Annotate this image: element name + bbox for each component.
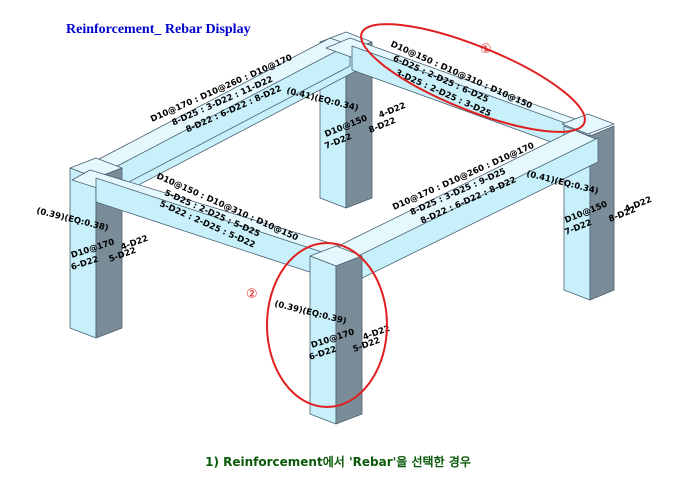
- left-beam-face-inner: [101, 43, 351, 197]
- right-column-side-face: [589, 125, 615, 301]
- highlight-ellipse-2: [266, 242, 388, 408]
- marker-2: ②: [246, 287, 258, 302]
- frame-structure: [69, 31, 615, 425]
- front-column-side-face: [335, 255, 363, 425]
- left-column-side-face: [95, 167, 123, 339]
- highlight-ellipse-1: [360, 23, 586, 133]
- diagram-caption: 1) Reinforcement에서 'Rebar'을 선택한 경우: [205, 455, 471, 469]
- right-beam-face: [345, 137, 599, 287]
- diagram-title: Reinforcement_ Rebar Display: [66, 22, 251, 37]
- marker-1: ①: [480, 42, 492, 57]
